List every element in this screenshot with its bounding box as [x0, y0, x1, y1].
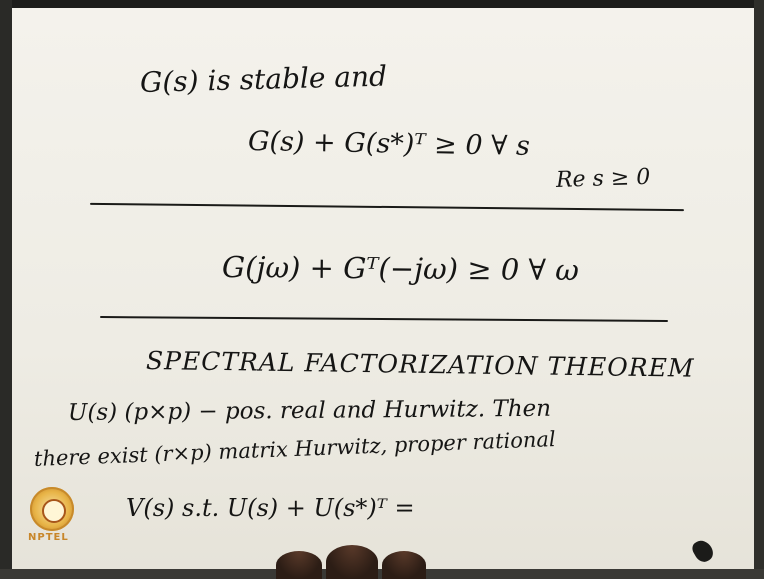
hand-finger [382, 551, 426, 579]
nptel-logo-icon [30, 487, 74, 531]
hand-finger [276, 551, 322, 579]
frame-right [754, 0, 764, 579]
theorem-line-3: V(s) s.t. U(s) + U(s*)ᵀ = [126, 494, 415, 522]
hand-finger [326, 545, 378, 579]
line-positive-real-inequality: G(s) + G(s*)ᵀ ≥ 0 ∀ s [247, 126, 531, 162]
frame-top [0, 0, 764, 8]
theorem-line-1: U(s) (p×p) − pos. real and Hurwitz. Then [67, 395, 552, 426]
logo-text: NPTEL [28, 532, 69, 543]
line-stable-condition: G(s) is stable and [139, 59, 388, 99]
line-re-s-condition: Re s ≥ 0 [555, 164, 651, 193]
frame-left [0, 0, 12, 579]
whiteboard-sheet [12, 8, 754, 569]
line-frequency-inequality: G(jω) + Gᵀ(−jω) ≥ 0 ∀ ω [221, 250, 579, 288]
logo-center [42, 499, 66, 523]
